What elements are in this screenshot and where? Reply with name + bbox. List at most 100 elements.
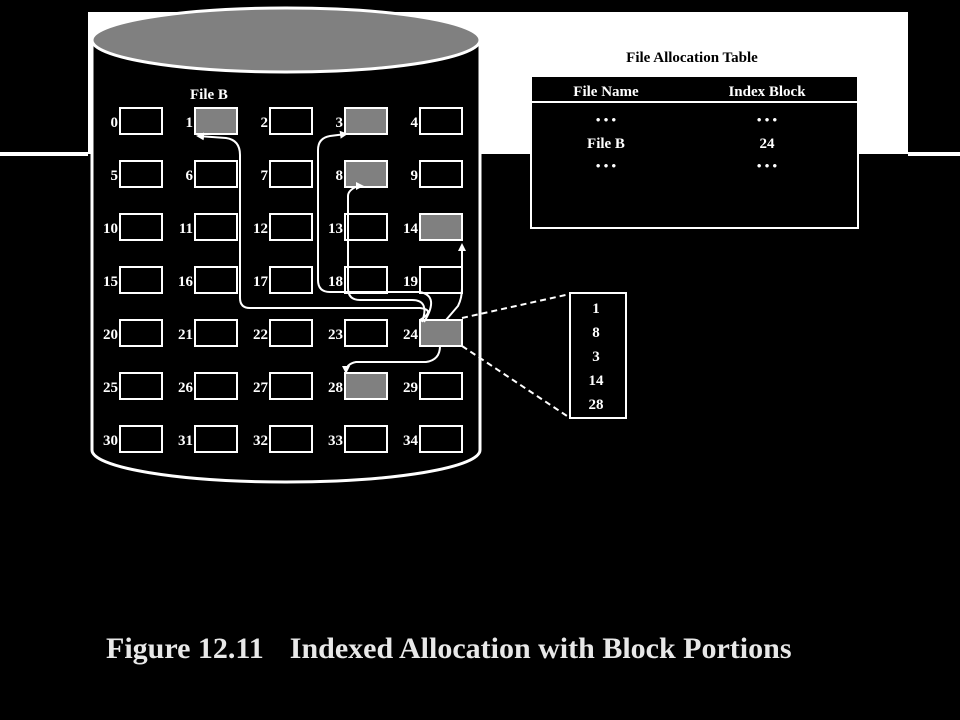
disk-block-7 (269, 160, 313, 188)
block-number-9: 9 (411, 168, 419, 184)
disk-block-21 (194, 319, 238, 347)
fat-row-1-index: • • • (757, 112, 778, 127)
disk-block-22 (269, 319, 313, 347)
disk-block-2 (269, 107, 313, 135)
block-number-5: 5 (111, 168, 119, 184)
disk-block-26 (194, 372, 238, 400)
disk-block-25 (119, 372, 163, 400)
block-number-2: 2 (261, 115, 269, 131)
block-number-3: 3 (336, 115, 344, 131)
block-number-14: 14 (403, 221, 419, 237)
index-entry-8: 8 (592, 325, 600, 341)
disk-block-24 (419, 319, 463, 347)
block-number-18: 18 (328, 274, 343, 290)
disk-block-29 (419, 372, 463, 400)
fat-row-2-name: File B (587, 136, 625, 152)
disk-block-17 (269, 266, 313, 294)
block-number-26: 26 (178, 380, 194, 396)
disk-block-1 (194, 107, 238, 135)
fat-row-1-name: • • • (596, 112, 617, 127)
fat-title: File Allocation Table (626, 50, 758, 66)
disk-block-15 (119, 266, 163, 294)
block-number-15: 15 (103, 274, 118, 290)
disk-block-16 (194, 266, 238, 294)
block-number-27: 27 (253, 380, 269, 396)
divider-rule-left (0, 152, 88, 156)
index-block-expansion: 1 8 3 14 28 (461, 292, 627, 419)
arrow-to-block-1 (196, 132, 429, 321)
block-number-11: 11 (179, 221, 193, 237)
disk-block-12 (269, 213, 313, 241)
block-number-21: 21 (178, 327, 193, 343)
block-number-8: 8 (336, 168, 344, 184)
block-number-12: 12 (253, 221, 268, 237)
block-number-34: 34 (403, 433, 419, 449)
divider-rule-right (908, 152, 960, 156)
index-pointer-arrows (196, 130, 466, 374)
file-allocation-table: File Allocation Table File Name Index Bl… (530, 50, 859, 229)
fat-header-index-block: Index Block (728, 84, 806, 100)
disk-block-31 (194, 425, 238, 453)
disk-block-14 (419, 213, 463, 241)
arrow-to-block-28 (342, 345, 441, 374)
block-number-30: 30 (103, 433, 118, 449)
disk-block-13 (344, 213, 388, 241)
block-number-29: 29 (403, 380, 418, 396)
index-entry-14: 14 (589, 373, 605, 389)
disk-block-8 (344, 160, 388, 188)
disk-block-5 (119, 160, 163, 188)
disk-block-28 (344, 372, 388, 400)
disk-top (90, 6, 482, 74)
disk-block-20 (119, 319, 163, 347)
block-number-32: 32 (253, 433, 268, 449)
block-number-16: 16 (178, 274, 194, 290)
disk-block-4 (419, 107, 463, 135)
block-number-24: 24 (403, 327, 419, 343)
disk-body (90, 38, 482, 484)
index-entries: 1 8 3 14 28 (589, 301, 605, 413)
index-dashed-line-top (461, 293, 571, 319)
disk-block-33 (344, 425, 388, 453)
figure-number: Figure 12.11 (106, 632, 264, 665)
fat-row-3-name: • • • (596, 158, 617, 173)
figure-title: Indexed Allocation with Block Portions (289, 632, 792, 665)
disk-block-32 (269, 425, 313, 453)
block-number-17: 17 (253, 274, 269, 290)
block-number-28: 28 (328, 380, 343, 396)
disk-cylinder (90, 6, 482, 484)
disk-block-11 (194, 213, 238, 241)
block-number-6: 6 (186, 168, 194, 184)
disk-block-18 (344, 266, 388, 294)
fat-row-2-index: 24 (760, 136, 776, 152)
block-number-0: 0 (111, 115, 119, 131)
disk-block-30 (119, 425, 163, 453)
block-number-4: 4 (411, 115, 419, 131)
block-number-23: 23 (328, 327, 343, 343)
block-number-10: 10 (103, 221, 118, 237)
index-block-box (569, 292, 627, 419)
block-number-31: 31 (178, 433, 193, 449)
index-entry-1: 1 (592, 301, 600, 317)
index-entry-28: 28 (589, 397, 604, 413)
fat-row-3-index: • • • (757, 158, 778, 173)
block-number-20: 20 (103, 327, 118, 343)
file-b-label: File B (190, 87, 228, 103)
block-number-33: 33 (328, 433, 343, 449)
block-number-19: 19 (403, 274, 418, 290)
disk-block-19 (419, 266, 463, 294)
disk-block-10 (119, 213, 163, 241)
disk-block-0 (119, 107, 163, 135)
index-dashed-line-bottom (461, 345, 571, 419)
index-entry-3: 3 (592, 349, 600, 365)
arrow-to-block-14 (445, 243, 466, 321)
block-number-22: 22 (253, 327, 268, 343)
disk-block-6 (194, 160, 238, 188)
arrow-to-block-3 (317, 130, 432, 323)
figure-caption: Figure 12.11 Indexed Allocation with Bloc… (106, 632, 792, 666)
disk-block-34 (419, 425, 463, 453)
fat-header-file-name: File Name (573, 84, 639, 100)
block-number-25: 25 (103, 380, 118, 396)
disk-block-3 (344, 107, 388, 135)
